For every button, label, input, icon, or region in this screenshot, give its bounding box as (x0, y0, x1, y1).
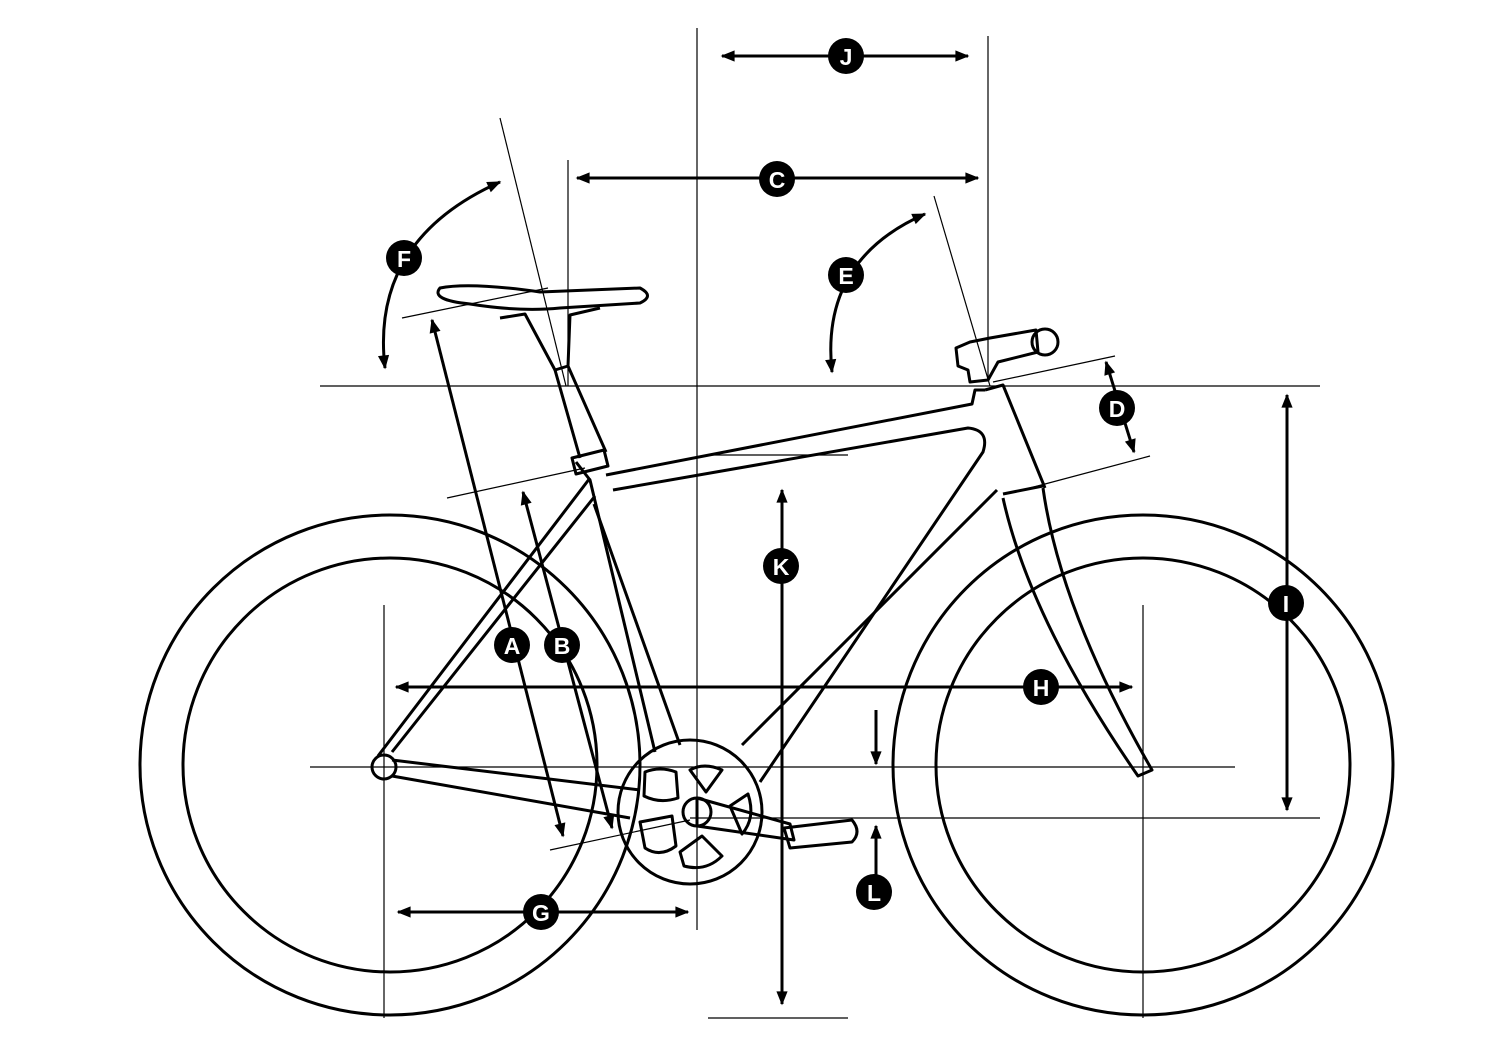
chainring (616, 738, 764, 886)
seat-tube-axis-line (499, 117, 567, 387)
rear-dropout (370, 753, 398, 781)
svg-text:C: C (769, 167, 786, 193)
dimension-arrows (377, 50, 1293, 1006)
seat-post-clamp (570, 448, 610, 476)
marker-H: H (1023, 669, 1059, 705)
top-tube (605, 388, 985, 477)
marker-L: L (856, 874, 892, 910)
seat-tube-inner (592, 503, 682, 746)
marker-G: G (523, 894, 559, 930)
stem-handlebar (954, 327, 1060, 384)
svg-text:A: A (504, 633, 521, 659)
head-tube-top-perpendicular (992, 355, 1116, 383)
svg-text:B: B (554, 633, 571, 659)
rear-wheel (138, 513, 642, 1017)
svg-text:E: E (838, 263, 853, 289)
svg-text:G: G (532, 900, 550, 926)
svg-text:H: H (1033, 675, 1050, 701)
bb-perpendicular (549, 819, 691, 851)
top-tube-lower-edge (612, 426, 987, 783)
head-tube-bottom-perpendicular (1029, 455, 1151, 489)
marker-C: C (759, 161, 795, 197)
marker-F: F (386, 240, 422, 276)
seat-stay-inner (390, 495, 597, 753)
marker-A: A (494, 627, 530, 663)
head-tube (984, 383, 1047, 489)
seat-post (553, 365, 608, 459)
svg-text:L: L (867, 880, 881, 906)
svg-text:K: K (773, 554, 790, 580)
head-tube-axis-line (933, 195, 991, 387)
pedal (782, 818, 859, 850)
marker-B: B (544, 627, 580, 663)
marker-I: I (1268, 585, 1304, 621)
dimension-E-arc (825, 212, 927, 374)
dimension-A-arrow (429, 318, 566, 838)
down-tube (740, 488, 999, 747)
svg-text:D: D (1109, 396, 1126, 422)
saddle (436, 284, 649, 372)
marker-E: E (828, 257, 864, 293)
fork-crown (1002, 484, 1044, 496)
crankset (616, 738, 859, 886)
svg-text:J: J (840, 44, 853, 70)
fork (1001, 487, 1154, 778)
svg-text:F: F (397, 246, 411, 272)
bike-frame (370, 365, 1154, 820)
marker-K: K (763, 548, 799, 584)
crank-arm (695, 796, 796, 842)
front-wheel (891, 513, 1395, 1017)
marker-J: J (828, 38, 864, 74)
svg-text:I: I (1283, 591, 1289, 617)
seat-tube-top-perpendicular (446, 467, 586, 499)
dimension-markers: J C F E D K I A B H L G (386, 38, 1304, 930)
marker-D: D (1099, 390, 1135, 426)
